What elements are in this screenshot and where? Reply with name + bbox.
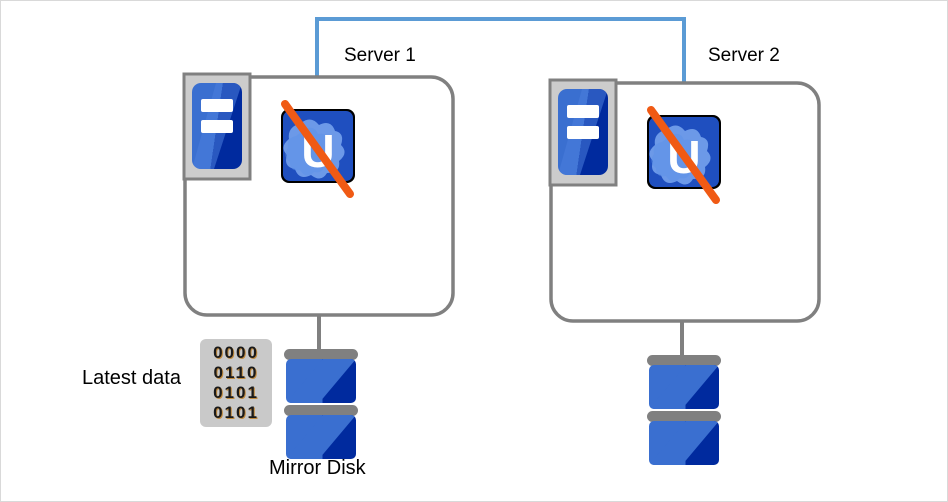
server1-label: Server 1: [344, 45, 416, 66]
binary-row: 0101: [213, 403, 259, 422]
binary-row: 0000: [213, 343, 259, 362]
binary-row: 0101: [213, 383, 259, 402]
latest-data-label: Latest data: [82, 367, 181, 389]
server2-box[interactable]: [549, 81, 821, 323]
mirror-disk-label: Mirror Disk: [269, 457, 366, 479]
disk-stack-icon: [284, 349, 358, 459]
disk-stack-icon: [647, 355, 721, 465]
binary-data-grid: 0000 0110 0101 0101: [200, 339, 272, 427]
slash-overlay: [647, 106, 720, 204]
server-rack-icon: [182, 72, 252, 181]
application-icon: U: [281, 100, 355, 198]
slash-overlay: [281, 100, 354, 198]
interconnect-link: [315, 17, 686, 83]
binary-row: 0110: [213, 363, 259, 382]
latest-data-badge: [200, 339, 272, 427]
server-rack-icon: [548, 78, 618, 187]
application-icon: U: [647, 106, 721, 204]
server2-label: Server 2: [708, 45, 780, 66]
